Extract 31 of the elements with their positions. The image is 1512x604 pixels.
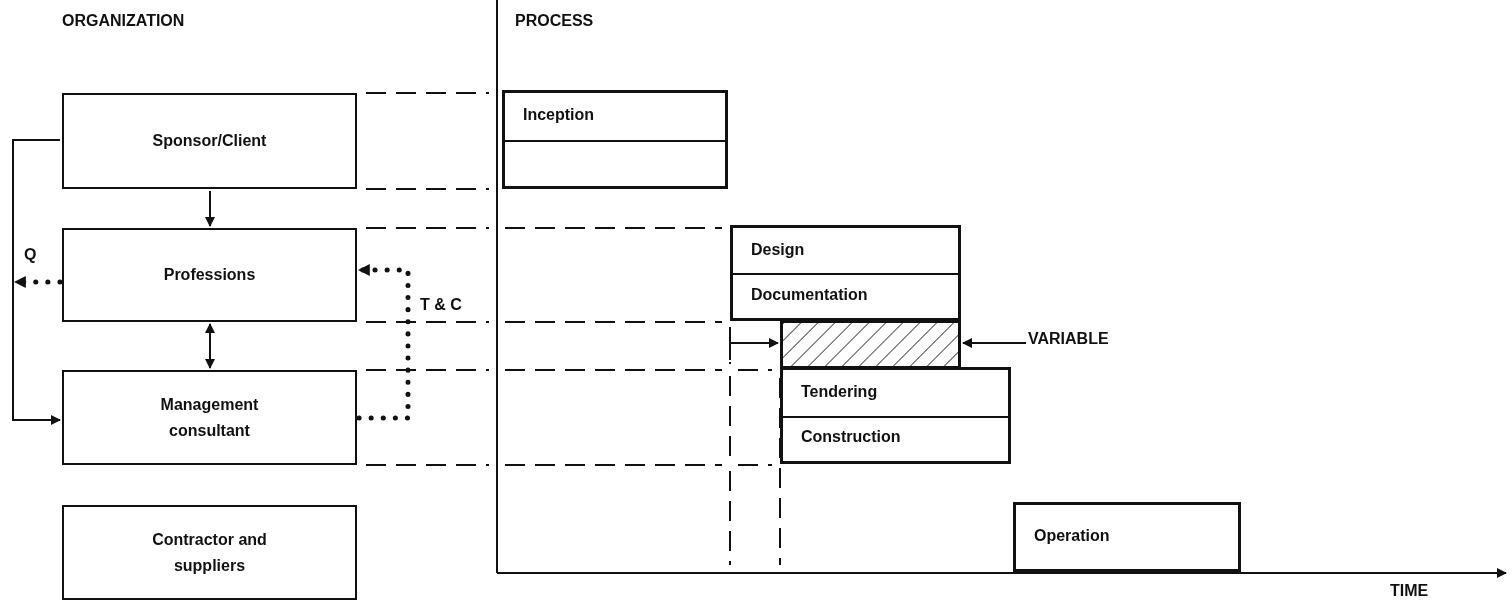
box-label: Management consultant	[159, 394, 260, 441]
arrow	[962, 338, 1027, 348]
heading-text: TIME	[1390, 582, 1429, 600]
arrow	[205, 190, 215, 227]
box-label: Professions	[163, 265, 256, 286]
box-label: Sponsor/Client	[152, 131, 267, 152]
phase-label: Construction	[801, 428, 901, 447]
arrow	[12, 139, 61, 425]
annotation-text: VARIABLE	[1028, 330, 1109, 348]
arrow	[12, 276, 63, 288]
arrow	[356, 264, 411, 421]
organization-box	[62, 93, 357, 189]
phase-label: Documentation	[751, 285, 868, 304]
phase-bar	[502, 90, 728, 189]
organization-box	[62, 505, 357, 600]
arrow	[730, 338, 779, 348]
hatched-box	[780, 320, 961, 369]
arrow	[205, 323, 215, 369]
phase-label: Tendering	[801, 382, 878, 401]
phase-label: Inception	[523, 106, 595, 125]
phase-bar	[1013, 502, 1241, 572]
edge-label: Q	[22, 246, 39, 264]
phase-label: Operation	[1034, 527, 1110, 545]
organization-box	[62, 228, 357, 322]
heading-text: ORGANIZATION	[62, 12, 185, 30]
organization-box	[62, 370, 357, 465]
phase-bar	[780, 367, 1011, 464]
heading-text: PROCESS	[515, 12, 594, 30]
box-label: Contractor and suppliers	[151, 529, 268, 576]
phase-label: Design	[751, 240, 805, 259]
phase-bar	[730, 225, 961, 321]
